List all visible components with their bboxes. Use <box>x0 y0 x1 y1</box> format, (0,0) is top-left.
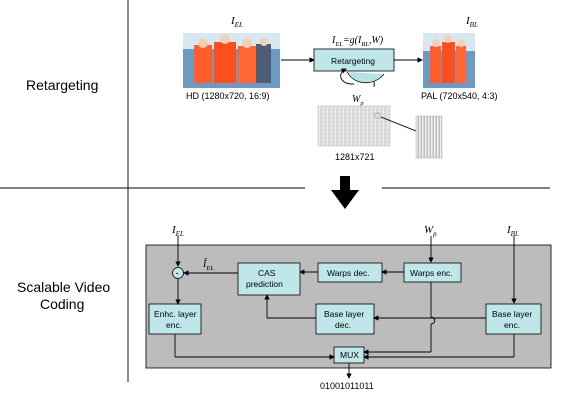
coding-input-middle-label: Wp <box>424 224 437 238</box>
subtraction-symbol: - <box>176 268 179 278</box>
scalable-coding-diagram: IEL Wp IBL - ÎEL CAS prediction Warps de… <box>145 224 552 391</box>
prediction-label: ÎEL <box>202 258 214 272</box>
retargeting-diagram: IEL HD (1280x720, 16:9) IEL=g(IBL,W) Ret… <box>183 15 498 162</box>
scalable-video-row-title-line2: Coding <box>40 296 84 312</box>
transition-arrow <box>331 176 359 209</box>
hd-caption: HD (1280x720, 16:9) <box>186 91 270 101</box>
warps-enc-block <box>403 262 462 283</box>
input-image-label: IEL <box>230 15 243 29</box>
retargeting-equation: IEL=g(IBL,W) <box>331 35 384 48</box>
bitstream-output: 01001011011 <box>320 381 374 391</box>
warp-zoom-image <box>415 115 443 159</box>
base-layer-enc-label-line1: Base layer <box>492 309 532 319</box>
base-layer-dec-block <box>315 303 375 335</box>
warp-zoom-line <box>380 116 417 132</box>
pal-caption: PAL (720x540, 4:3) <box>421 91 498 101</box>
base-layer-enc-label-line2: enc. <box>504 320 520 330</box>
base-layer-dec-label-line2: dec. <box>335 320 351 330</box>
warps-enc-crossover <box>430 316 436 325</box>
pal-image <box>423 33 475 88</box>
retargeting-loop-arrow <box>340 68 355 85</box>
hd-image <box>183 33 280 88</box>
coding-input-right-label: IBL <box>506 224 519 238</box>
mux-label: MUX <box>340 350 359 360</box>
retargeting-row-title: Retargeting <box>26 77 98 93</box>
warps-enc-label: Warps enc. <box>410 268 453 278</box>
cas-prediction-block <box>237 262 301 296</box>
cas-label-line1: CAS <box>258 268 276 278</box>
cas-label-line2: prediction <box>246 279 283 289</box>
warps-dec-label: Warps dec. <box>327 268 370 278</box>
retargeting-box-label: Retargeting <box>331 56 375 66</box>
base-layer-enc-block <box>485 303 542 335</box>
warp-zoom-marker <box>374 112 381 119</box>
scalable-video-row-title-line1: Scalable Video <box>17 279 110 295</box>
enhancement-label-line1: Enhc. layer <box>154 309 197 319</box>
warp-size-label: 1281x721 <box>335 152 375 162</box>
base-layer-dec-label-line1: Base layer <box>324 309 364 319</box>
enhancement-layer-block <box>148 303 202 335</box>
warp-label: Wp <box>352 94 364 107</box>
retargeting-loop-band <box>346 71 385 84</box>
coding-input-left-label: IEL <box>171 224 184 238</box>
warp-image <box>317 105 391 147</box>
output-image-label: IBL <box>465 15 478 29</box>
enhancement-label-line2: enc. <box>166 320 182 330</box>
